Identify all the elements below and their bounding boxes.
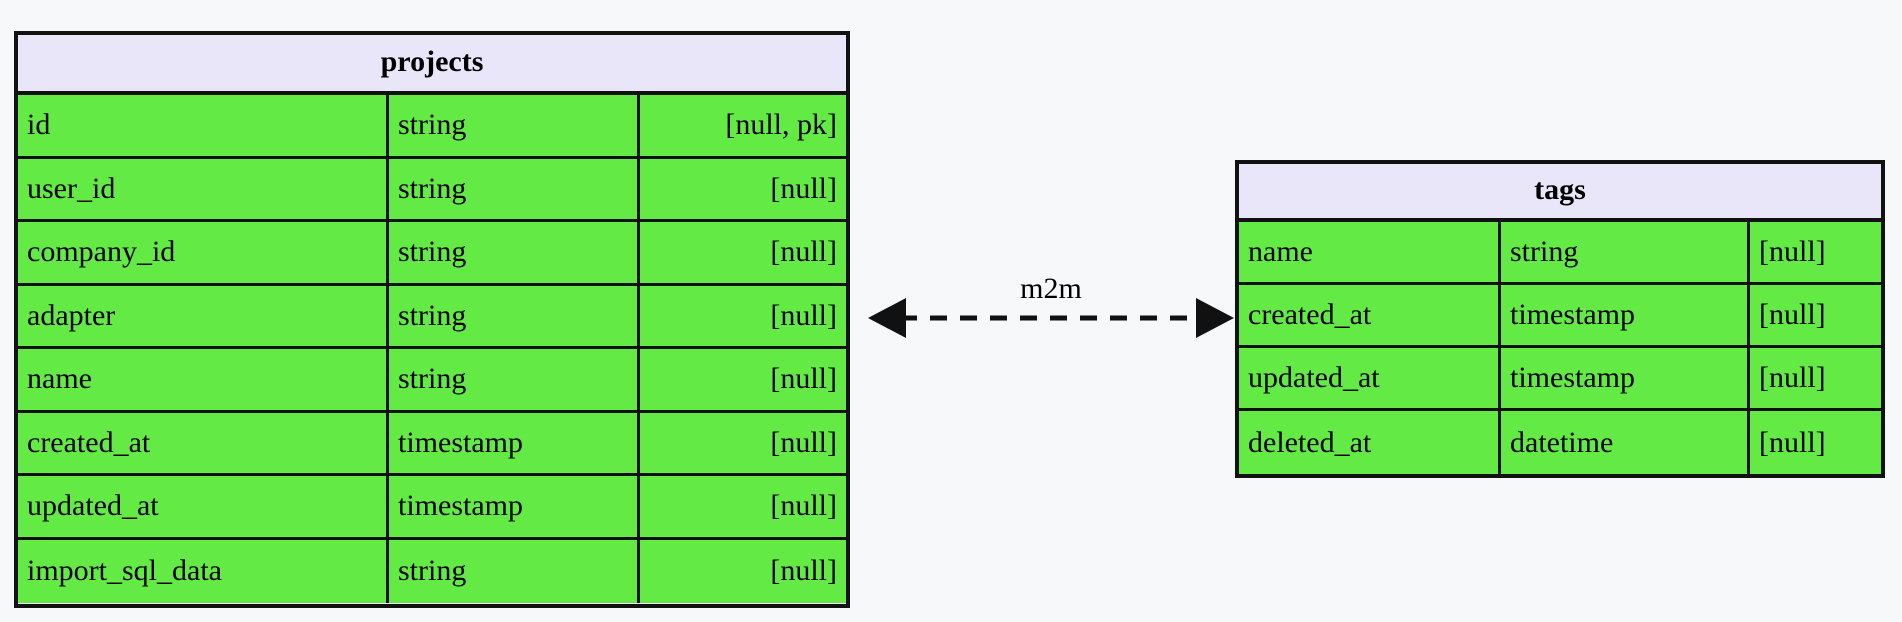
field-name: company_id — [18, 222, 389, 283]
field-constraint: [null] — [1750, 348, 1881, 408]
field-type: datetime — [1501, 411, 1750, 474]
relationship-label: m2m — [1020, 272, 1082, 305]
arrow-head-left-icon — [868, 298, 906, 338]
table-row[interactable]: import_sql_data string [null] — [18, 539, 846, 603]
arrow-head-right-icon — [1196, 298, 1234, 338]
field-name: user_id — [18, 158, 389, 219]
field-type: string — [389, 222, 640, 283]
field-name: id — [18, 95, 389, 156]
entity-fields-tags: name string [null] created_at timestamp … — [1239, 222, 1881, 474]
field-type: string — [389, 349, 640, 410]
field-constraint: [null, pk] — [640, 95, 846, 156]
field-name: created_at — [18, 412, 389, 473]
field-constraint: [null] — [1750, 285, 1881, 345]
field-name: deleted_at — [1239, 411, 1501, 474]
table-row[interactable]: id string [null, pk] — [18, 95, 846, 159]
entity-title-projects: projects — [18, 35, 846, 95]
field-constraint: [null] — [640, 412, 846, 473]
table-row[interactable]: name string [null] — [1239, 222, 1881, 285]
field-name: import_sql_data — [18, 539, 389, 603]
field-type: timestamp — [1501, 285, 1750, 345]
table-row[interactable]: deleted_at datetime [null] — [1239, 411, 1881, 474]
entity-fields-projects: id string [null, pk] user_id string [nul… — [18, 95, 846, 603]
field-constraint: [null] — [1750, 411, 1881, 474]
field-name: name — [1239, 222, 1501, 282]
field-type: string — [389, 285, 640, 346]
field-name: name — [18, 349, 389, 410]
field-name: updated_at — [1239, 348, 1501, 408]
field-constraint: [null] — [640, 539, 846, 603]
field-type: timestamp — [1501, 348, 1750, 408]
entity-table-tags[interactable]: tags name string [null] created_at times… — [1235, 160, 1885, 478]
table-row[interactable]: adapter string [null] — [18, 285, 846, 349]
field-constraint: [null] — [1750, 222, 1881, 282]
field-type: string — [1501, 222, 1750, 282]
relationship-connector-m2m[interactable]: m2m — [860, 272, 1242, 368]
entity-title-tags: tags — [1239, 164, 1881, 222]
field-constraint: [null] — [640, 349, 846, 410]
table-row[interactable]: created_at timestamp [null] — [18, 412, 846, 476]
table-row[interactable]: created_at timestamp [null] — [1239, 285, 1881, 348]
field-type: string — [389, 158, 640, 219]
table-row[interactable]: updated_at timestamp [null] — [1239, 348, 1881, 411]
field-type: timestamp — [389, 476, 640, 537]
field-name: adapter — [18, 285, 389, 346]
table-row[interactable]: name string [null] — [18, 349, 846, 413]
table-row[interactable]: company_id string [null] — [18, 222, 846, 286]
field-constraint: [null] — [640, 158, 846, 219]
field-type: string — [389, 95, 640, 156]
table-row[interactable]: updated_at timestamp [null] — [18, 476, 846, 540]
entity-table-projects[interactable]: projects id string [null, pk] user_id st… — [14, 31, 850, 608]
field-constraint: [null] — [640, 285, 846, 346]
field-name: created_at — [1239, 285, 1501, 345]
table-row[interactable]: user_id string [null] — [18, 158, 846, 222]
field-constraint: [null] — [640, 476, 846, 537]
field-type: string — [389, 539, 640, 603]
field-name: updated_at — [18, 476, 389, 537]
field-type: timestamp — [389, 412, 640, 473]
field-constraint: [null] — [640, 222, 846, 283]
relationship-arrow-double-dashed — [868, 298, 1234, 338]
